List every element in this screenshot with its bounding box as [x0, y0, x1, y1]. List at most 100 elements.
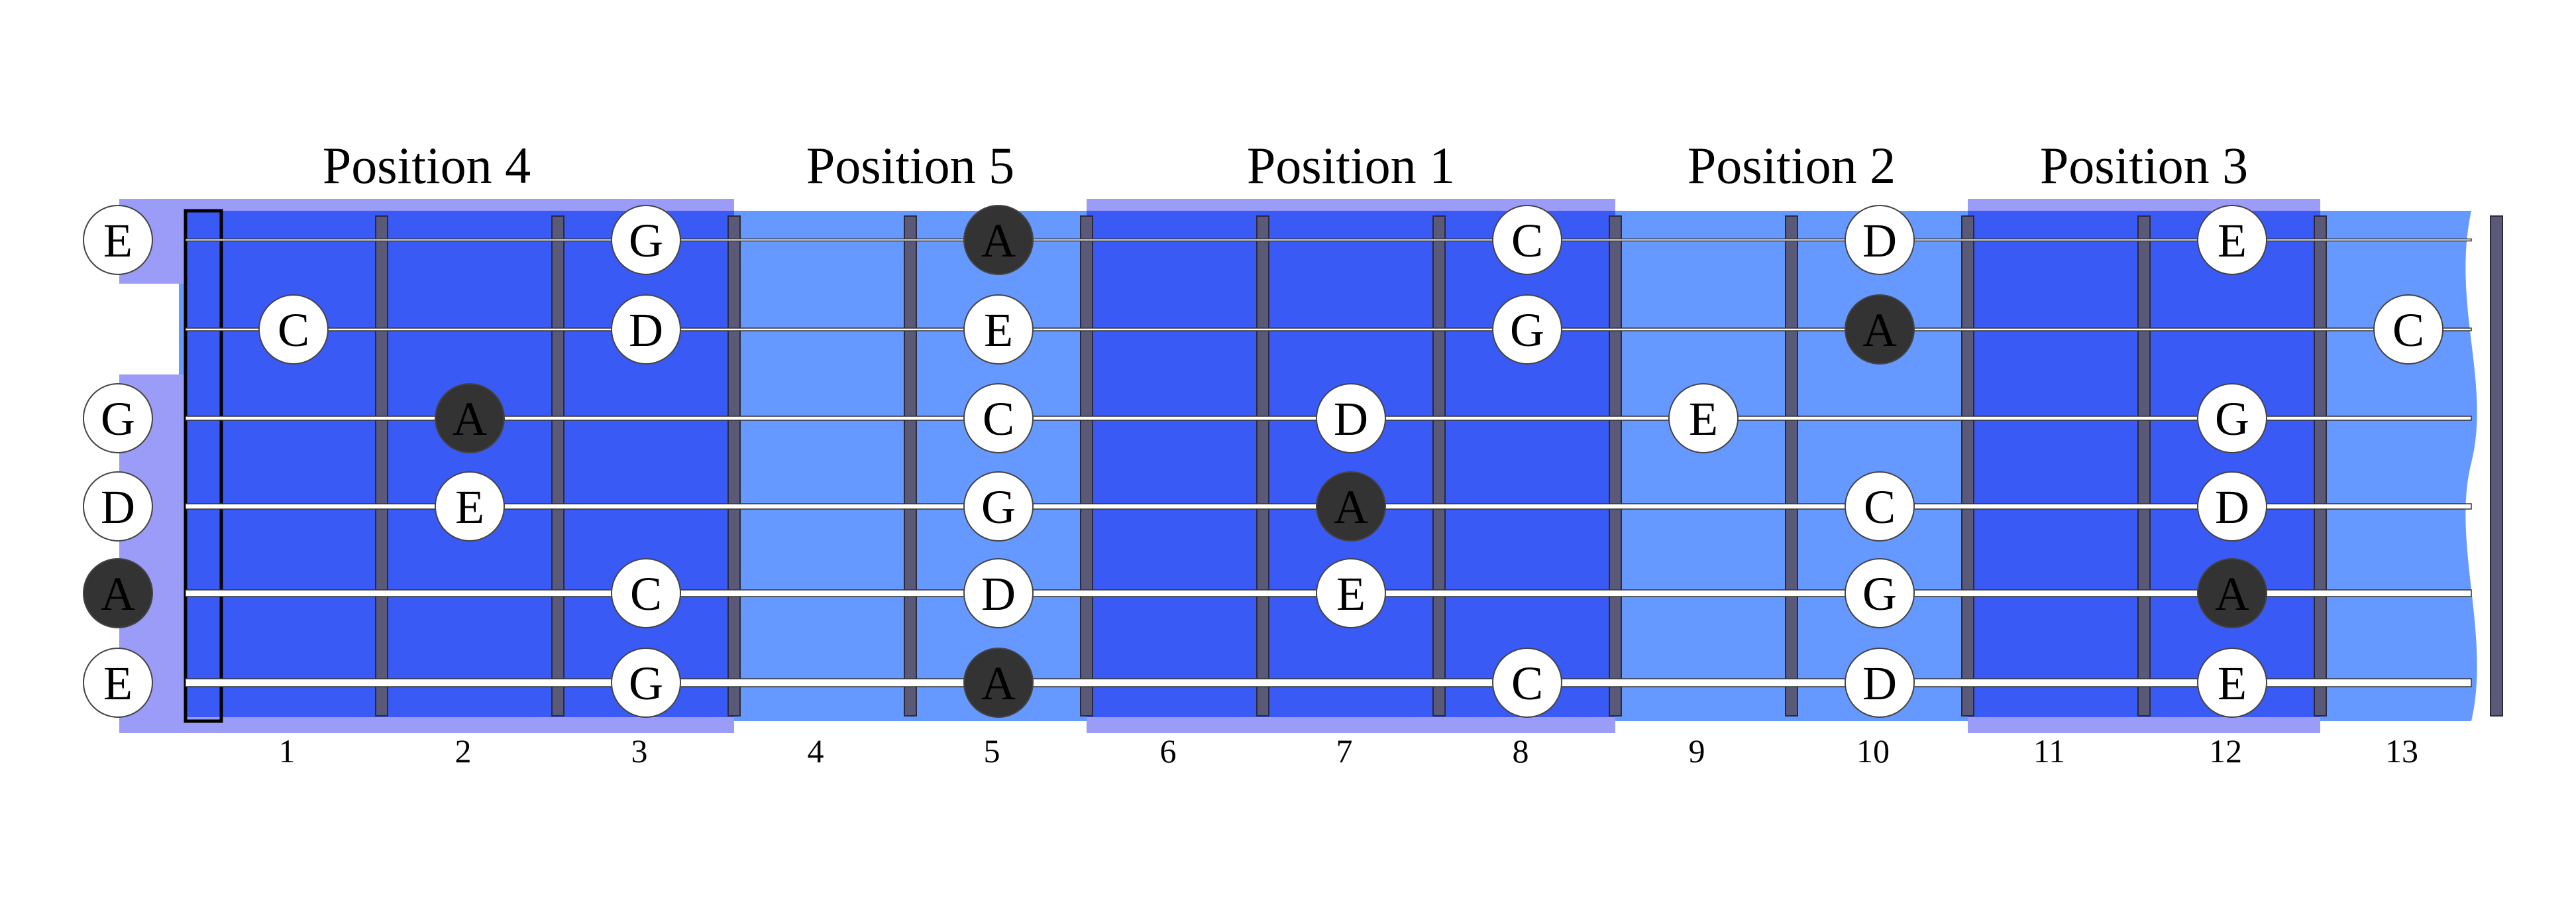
note-marker: G — [1845, 558, 1915, 628]
note-circle — [435, 471, 505, 542]
note-marker: E — [2197, 648, 2267, 718]
note-marker: D — [1845, 205, 1915, 275]
note-marker: G — [83, 383, 153, 453]
note-label: E — [455, 481, 484, 534]
note-circle — [1492, 294, 1562, 365]
note-label: D — [101, 481, 135, 534]
fret-number: 5 — [984, 732, 1000, 770]
note-marker: D — [83, 471, 153, 542]
note-label: A — [1334, 481, 1368, 534]
fret-wire — [904, 215, 917, 717]
fret-wire — [2490, 215, 2503, 717]
note-circle — [1845, 294, 1915, 365]
fret-number: 12 — [2209, 732, 2242, 770]
note-label: D — [1862, 214, 1897, 267]
root-note-marker: A — [83, 558, 153, 628]
position-label: Position 1 — [1247, 137, 1455, 194]
fret-number: 11 — [2033, 732, 2065, 770]
note-label: C — [1511, 657, 1543, 710]
note-circle — [1845, 471, 1915, 542]
position-label: Position 3 — [2040, 137, 2248, 194]
fret-wire — [2314, 215, 2327, 717]
fret-number: 7 — [1336, 732, 1353, 770]
note-label: D — [1334, 392, 1368, 445]
note-marker: C — [1492, 648, 1562, 718]
note-label: C — [630, 567, 662, 620]
string — [185, 327, 2472, 331]
note-marker: C — [611, 558, 681, 628]
note-label: G — [629, 214, 663, 267]
string — [185, 238, 2472, 242]
note-marker: D — [1845, 648, 1915, 718]
fret-number: 9 — [1689, 732, 1705, 770]
note-circle — [963, 383, 1034, 453]
note-circle — [963, 471, 1034, 542]
note-label: G — [1510, 304, 1544, 357]
note-label: G — [101, 392, 135, 445]
note-label: G — [1862, 567, 1897, 620]
note-circle — [1845, 648, 1915, 718]
note-circle — [83, 383, 153, 453]
position-label: Position 2 — [1688, 137, 1896, 194]
note-label: E — [1336, 567, 1366, 620]
note-label: D — [629, 304, 663, 357]
note-circle — [611, 294, 681, 365]
note-circle — [1316, 471, 1386, 542]
note-circle — [963, 205, 1034, 275]
position-region — [1087, 211, 1615, 721]
note-label: C — [1511, 214, 1543, 267]
note-marker: C — [1845, 471, 1915, 542]
fret-number: 4 — [808, 732, 824, 770]
fret-number: 6 — [1160, 732, 1177, 770]
note-label: A — [981, 214, 1016, 267]
note-marker: G — [611, 205, 681, 275]
note-circle — [963, 648, 1034, 718]
note-circle — [963, 294, 1034, 365]
note-circle — [963, 558, 1034, 628]
note-marker: C — [258, 294, 329, 365]
note-circle — [1845, 205, 1915, 275]
position-label: Position 5 — [806, 137, 1014, 194]
root-note-marker: A — [963, 205, 1034, 275]
fret-wire — [1432, 215, 1446, 717]
note-label: C — [278, 304, 309, 357]
note-marker: E — [83, 648, 153, 718]
note-circle — [2197, 471, 2267, 542]
note-label: A — [2215, 567, 2249, 620]
note-label: E — [1689, 392, 1718, 445]
note-marker: D — [2197, 471, 2267, 542]
position-label: Position 4 — [323, 137, 531, 194]
fret-wire — [1785, 215, 1798, 717]
note-circle — [83, 558, 153, 628]
string — [185, 678, 2472, 687]
note-label: E — [103, 214, 133, 267]
note-label: A — [981, 657, 1016, 710]
fret-wire — [375, 215, 388, 717]
note-circle — [2373, 294, 2443, 365]
note-circle — [258, 294, 329, 365]
note-label: E — [984, 304, 1013, 357]
fret-wire — [1961, 215, 1974, 717]
note-label: D — [2215, 481, 2249, 534]
note-circle — [83, 648, 153, 718]
note-circle — [611, 648, 681, 718]
note-label: C — [2392, 304, 2424, 357]
root-note-marker: A — [1845, 294, 1915, 365]
note-marker: D — [1316, 383, 1386, 453]
note-label: G — [629, 657, 663, 710]
fret-wire — [1080, 215, 1093, 717]
note-circle — [83, 471, 153, 542]
note-label: A — [101, 567, 135, 620]
fret-wire — [727, 215, 741, 717]
note-marker: D — [963, 558, 1034, 628]
fret-wire — [1256, 215, 1269, 717]
note-marker: C — [1492, 205, 1562, 275]
note-circle — [2197, 383, 2267, 453]
note-marker: C — [963, 383, 1034, 453]
note-marker: E — [963, 294, 1034, 365]
note-label: C — [1864, 481, 1896, 534]
note-label: E — [2218, 214, 2247, 267]
fret-number: 13 — [2385, 732, 2418, 770]
note-circle — [2197, 205, 2267, 275]
